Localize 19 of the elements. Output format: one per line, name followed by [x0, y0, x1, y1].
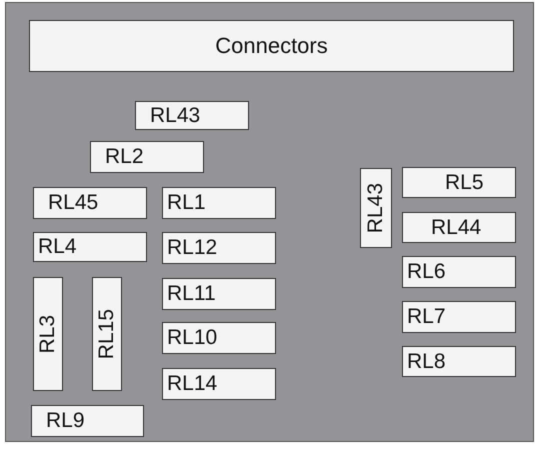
relay-box: RL2: [90, 141, 204, 173]
connector-box: Connectors: [29, 20, 514, 72]
relay-box: RL6: [402, 256, 516, 288]
relay-box: RL43: [360, 168, 392, 248]
relay-box: RL1: [162, 187, 276, 219]
relay-box: RL9: [31, 405, 144, 437]
relay-box: RL45: [33, 187, 147, 219]
relay-box: RL10: [162, 322, 276, 354]
relay-box: RL3: [33, 277, 63, 391]
relay-box: RL8: [402, 346, 516, 377]
relay-box: RL14: [162, 368, 276, 400]
relay-box: RL11: [162, 278, 276, 310]
relay-box: RL7: [402, 301, 516, 333]
relay-box: RL43: [135, 101, 249, 130]
relay-box: RL5: [402, 167, 516, 198]
relay-box: RL44: [402, 212, 516, 243]
relay-box: RL12: [162, 232, 276, 264]
relay-box: RL15: [92, 277, 122, 391]
relay-box: RL4: [33, 232, 147, 262]
